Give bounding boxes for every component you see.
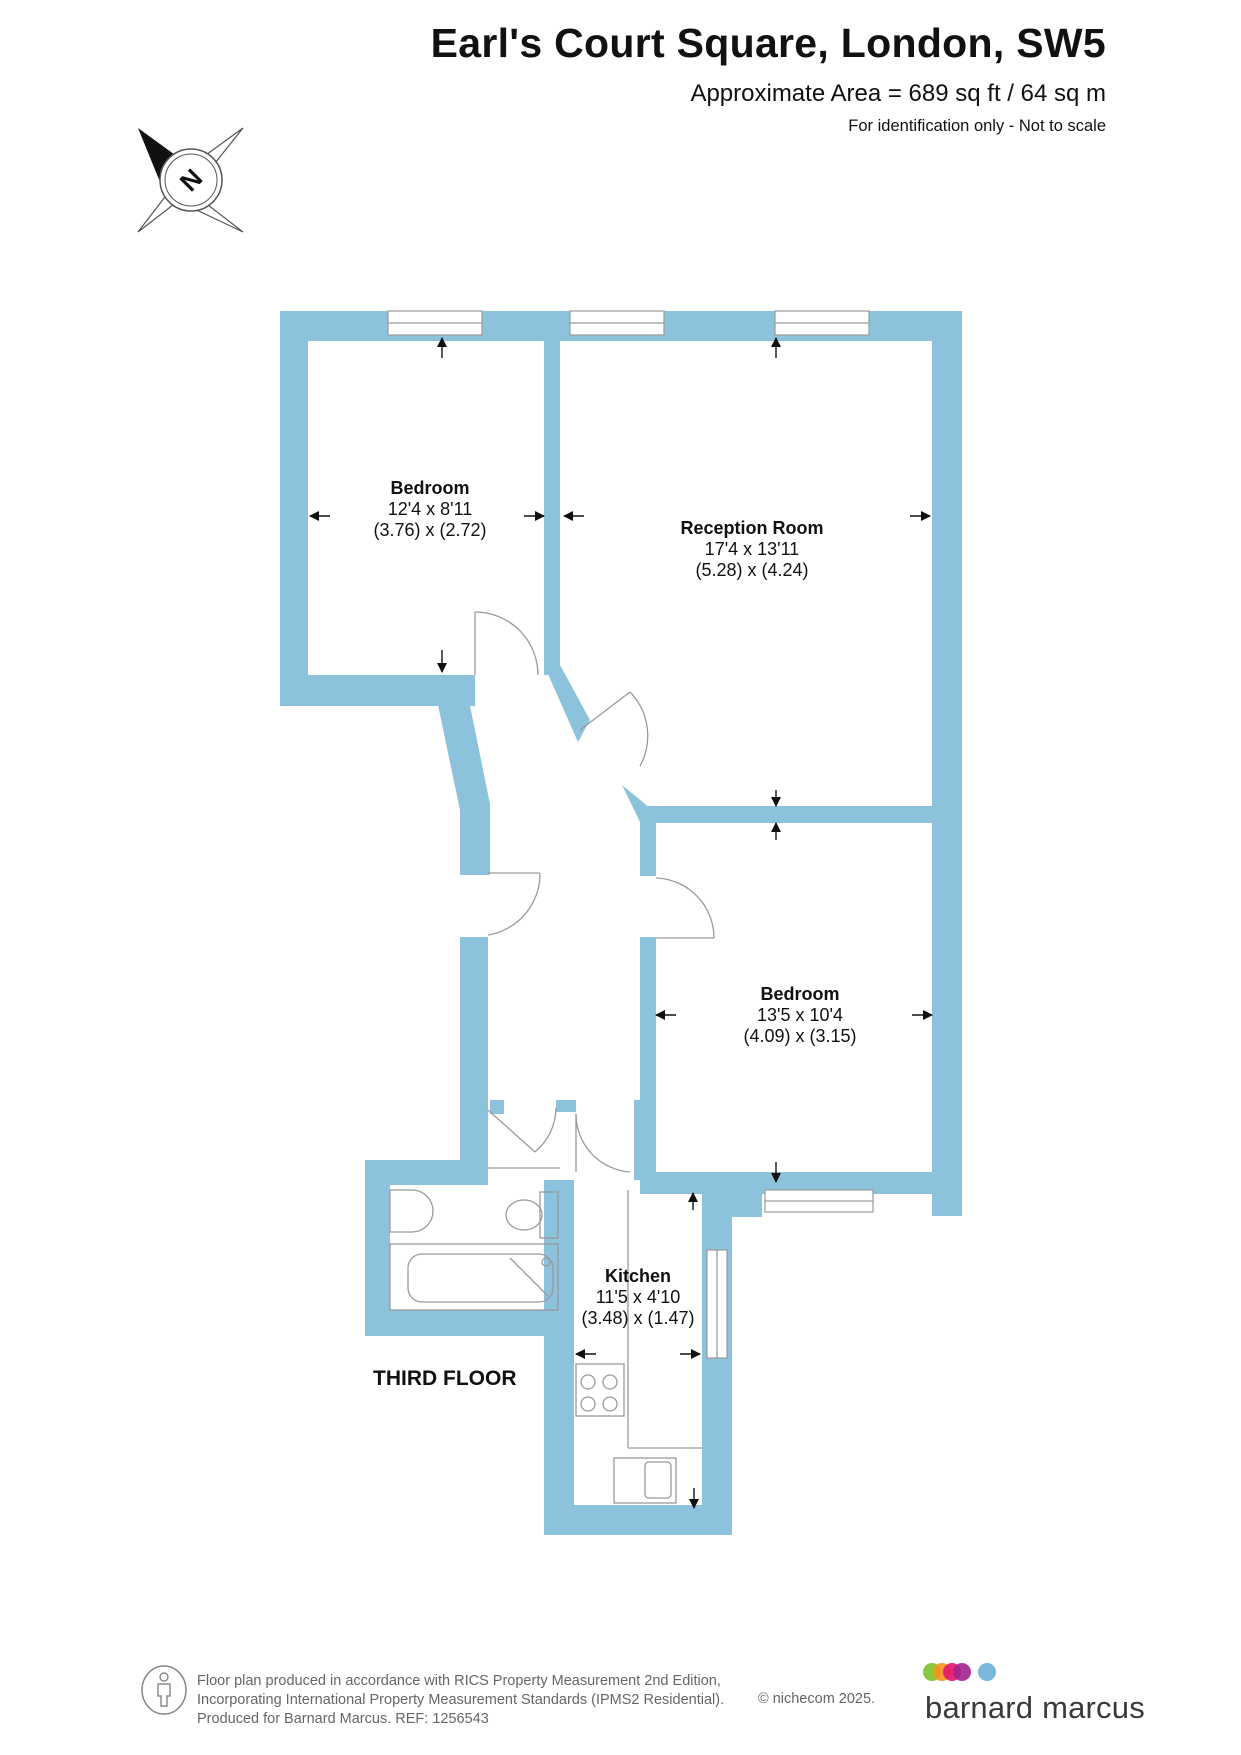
room-dims-metric: (3.48) x (1.47)	[581, 1308, 695, 1328]
footer-line-2: Incorporating International Property Mea…	[197, 1692, 725, 1708]
toilet-icon	[505, 1199, 543, 1231]
person-measure-icon	[141, 1665, 187, 1715]
room-name: Bedroom	[760, 984, 840, 1004]
windows	[387, 310, 874, 1359]
bath-outer	[389, 1243, 559, 1311]
room-name: Bedroom	[390, 478, 470, 498]
door-swings	[474, 611, 715, 1173]
sink-icon	[613, 1457, 677, 1504]
kitchen-fixtures	[575, 1190, 702, 1504]
scale-note: For identification only - Not to scale	[848, 117, 1106, 135]
brand-logo: barnard marcus	[925, 1690, 1145, 1725]
hob-icon	[575, 1363, 625, 1417]
brand-logo-dots	[923, 1663, 996, 1681]
room-dims-imperial: 11'5 x 4'10	[595, 1287, 681, 1307]
room-dims-imperial: 12'4 x 8'11	[387, 499, 473, 519]
room-dims-imperial: 13'5 x 10'4	[757, 1005, 843, 1025]
copyright-text: © nichecom 2025.	[758, 1691, 876, 1707]
room-label-reception: Reception Room 17'4 x 13'11 (5.28) x (4.…	[680, 518, 823, 581]
room-dims-metric: (5.28) x (4.24)	[695, 560, 809, 580]
bathroom-fixtures	[389, 1167, 560, 1311]
bathtub-icon	[407, 1253, 554, 1303]
room-name: Reception Room	[680, 518, 824, 538]
room-label-kitchen: Kitchen 11'5 x 4'10 (3.48) x (1.47)	[581, 1266, 694, 1329]
floor-label: THIRD FLOOR	[373, 1367, 517, 1390]
page-title: Earl's Court Square, London, SW5	[430, 20, 1106, 66]
measurement-arrows	[309, 337, 933, 1509]
room-dims-imperial: 17'4 x 13'11	[704, 539, 800, 559]
room-label-bedroom-1: Bedroom 12'4 x 8'11 (3.76) x (2.72)	[373, 478, 486, 541]
area-text: Approximate Area = 689 sq ft / 64 sq m	[690, 80, 1106, 107]
room-dims-metric: (3.76) x (2.72)	[373, 520, 487, 540]
room-label-bedroom-2: Bedroom 13'5 x 10'4 (4.09) x (3.15)	[743, 984, 856, 1047]
toilet-cistern-icon	[539, 1191, 559, 1239]
washbasin-icon	[389, 1189, 434, 1233]
north-compass-icon: N	[137, 127, 244, 233]
footer-text: Floor plan produced in accordance with R…	[197, 1672, 724, 1729]
footer-line-3: Produced for Barnard Marcus. REF: 125654…	[197, 1711, 489, 1727]
room-name: Kitchen	[604, 1266, 672, 1286]
room-dims-metric: (4.09) x (3.15)	[743, 1026, 857, 1046]
footer-line-1: Floor plan produced in accordance with R…	[197, 1673, 721, 1689]
